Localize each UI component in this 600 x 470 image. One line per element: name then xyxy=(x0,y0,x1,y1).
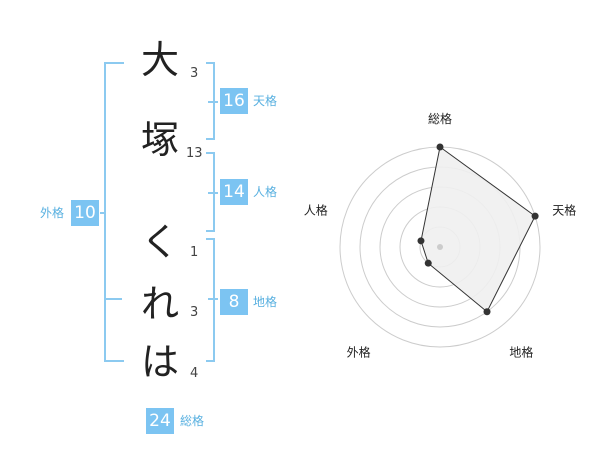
radar-point-5 xyxy=(417,237,425,245)
stroke-count-5: 4 xyxy=(190,366,199,381)
radar-axis-label-5: 人格 xyxy=(304,203,328,218)
radar-axis-label-2: 天格 xyxy=(552,203,576,218)
name-char-1: 大 xyxy=(140,38,179,82)
radar-point-1 xyxy=(436,143,444,151)
radar-center-dot xyxy=(437,244,443,250)
chikaku-bracket-tick xyxy=(208,298,218,300)
tenkaku-label: 天格 xyxy=(253,94,278,108)
chikaku-label: 地格 xyxy=(253,295,278,309)
soukaku-value: 24 xyxy=(146,408,174,434)
name-char-3: く xyxy=(140,220,179,264)
radar-point-2 xyxy=(531,212,539,220)
tenkaku-bracket-tick xyxy=(208,101,218,103)
radar-point-3 xyxy=(483,308,491,316)
soukaku-label: 総格 xyxy=(180,414,205,428)
gaikaku-bracket-tick xyxy=(100,212,104,214)
name-char-2: 塚 xyxy=(140,118,179,162)
chikaku-value: 8 xyxy=(220,289,248,315)
radar-axis-label-4: 外格 xyxy=(347,344,371,359)
radar-axis-label-3: 地格 xyxy=(509,344,533,359)
radar-axis-label-1: 総格 xyxy=(428,111,452,126)
chikaku-bracket xyxy=(206,238,215,362)
jinkaku-label: 人格 xyxy=(253,185,278,199)
stroke-count-1: 3 xyxy=(190,66,199,81)
name-char-5: は xyxy=(140,340,179,384)
gaikaku-value: 10 xyxy=(71,200,99,226)
name-char-4: れ xyxy=(140,282,179,326)
radar-area xyxy=(420,146,536,313)
gaikaku-label: 外格 xyxy=(40,206,65,220)
tenkaku-value: 16 xyxy=(220,88,248,114)
jinkaku-bracket-tick xyxy=(208,192,218,194)
gaikaku-bracket xyxy=(104,62,124,362)
jinkaku-value: 14 xyxy=(220,179,248,205)
stroke-count-4: 3 xyxy=(190,305,199,320)
stroke-count-2: 13 xyxy=(186,146,203,161)
stroke-count-3: 1 xyxy=(190,245,199,260)
radar-point-4 xyxy=(424,259,432,267)
gaikaku-split-tick xyxy=(106,298,122,300)
